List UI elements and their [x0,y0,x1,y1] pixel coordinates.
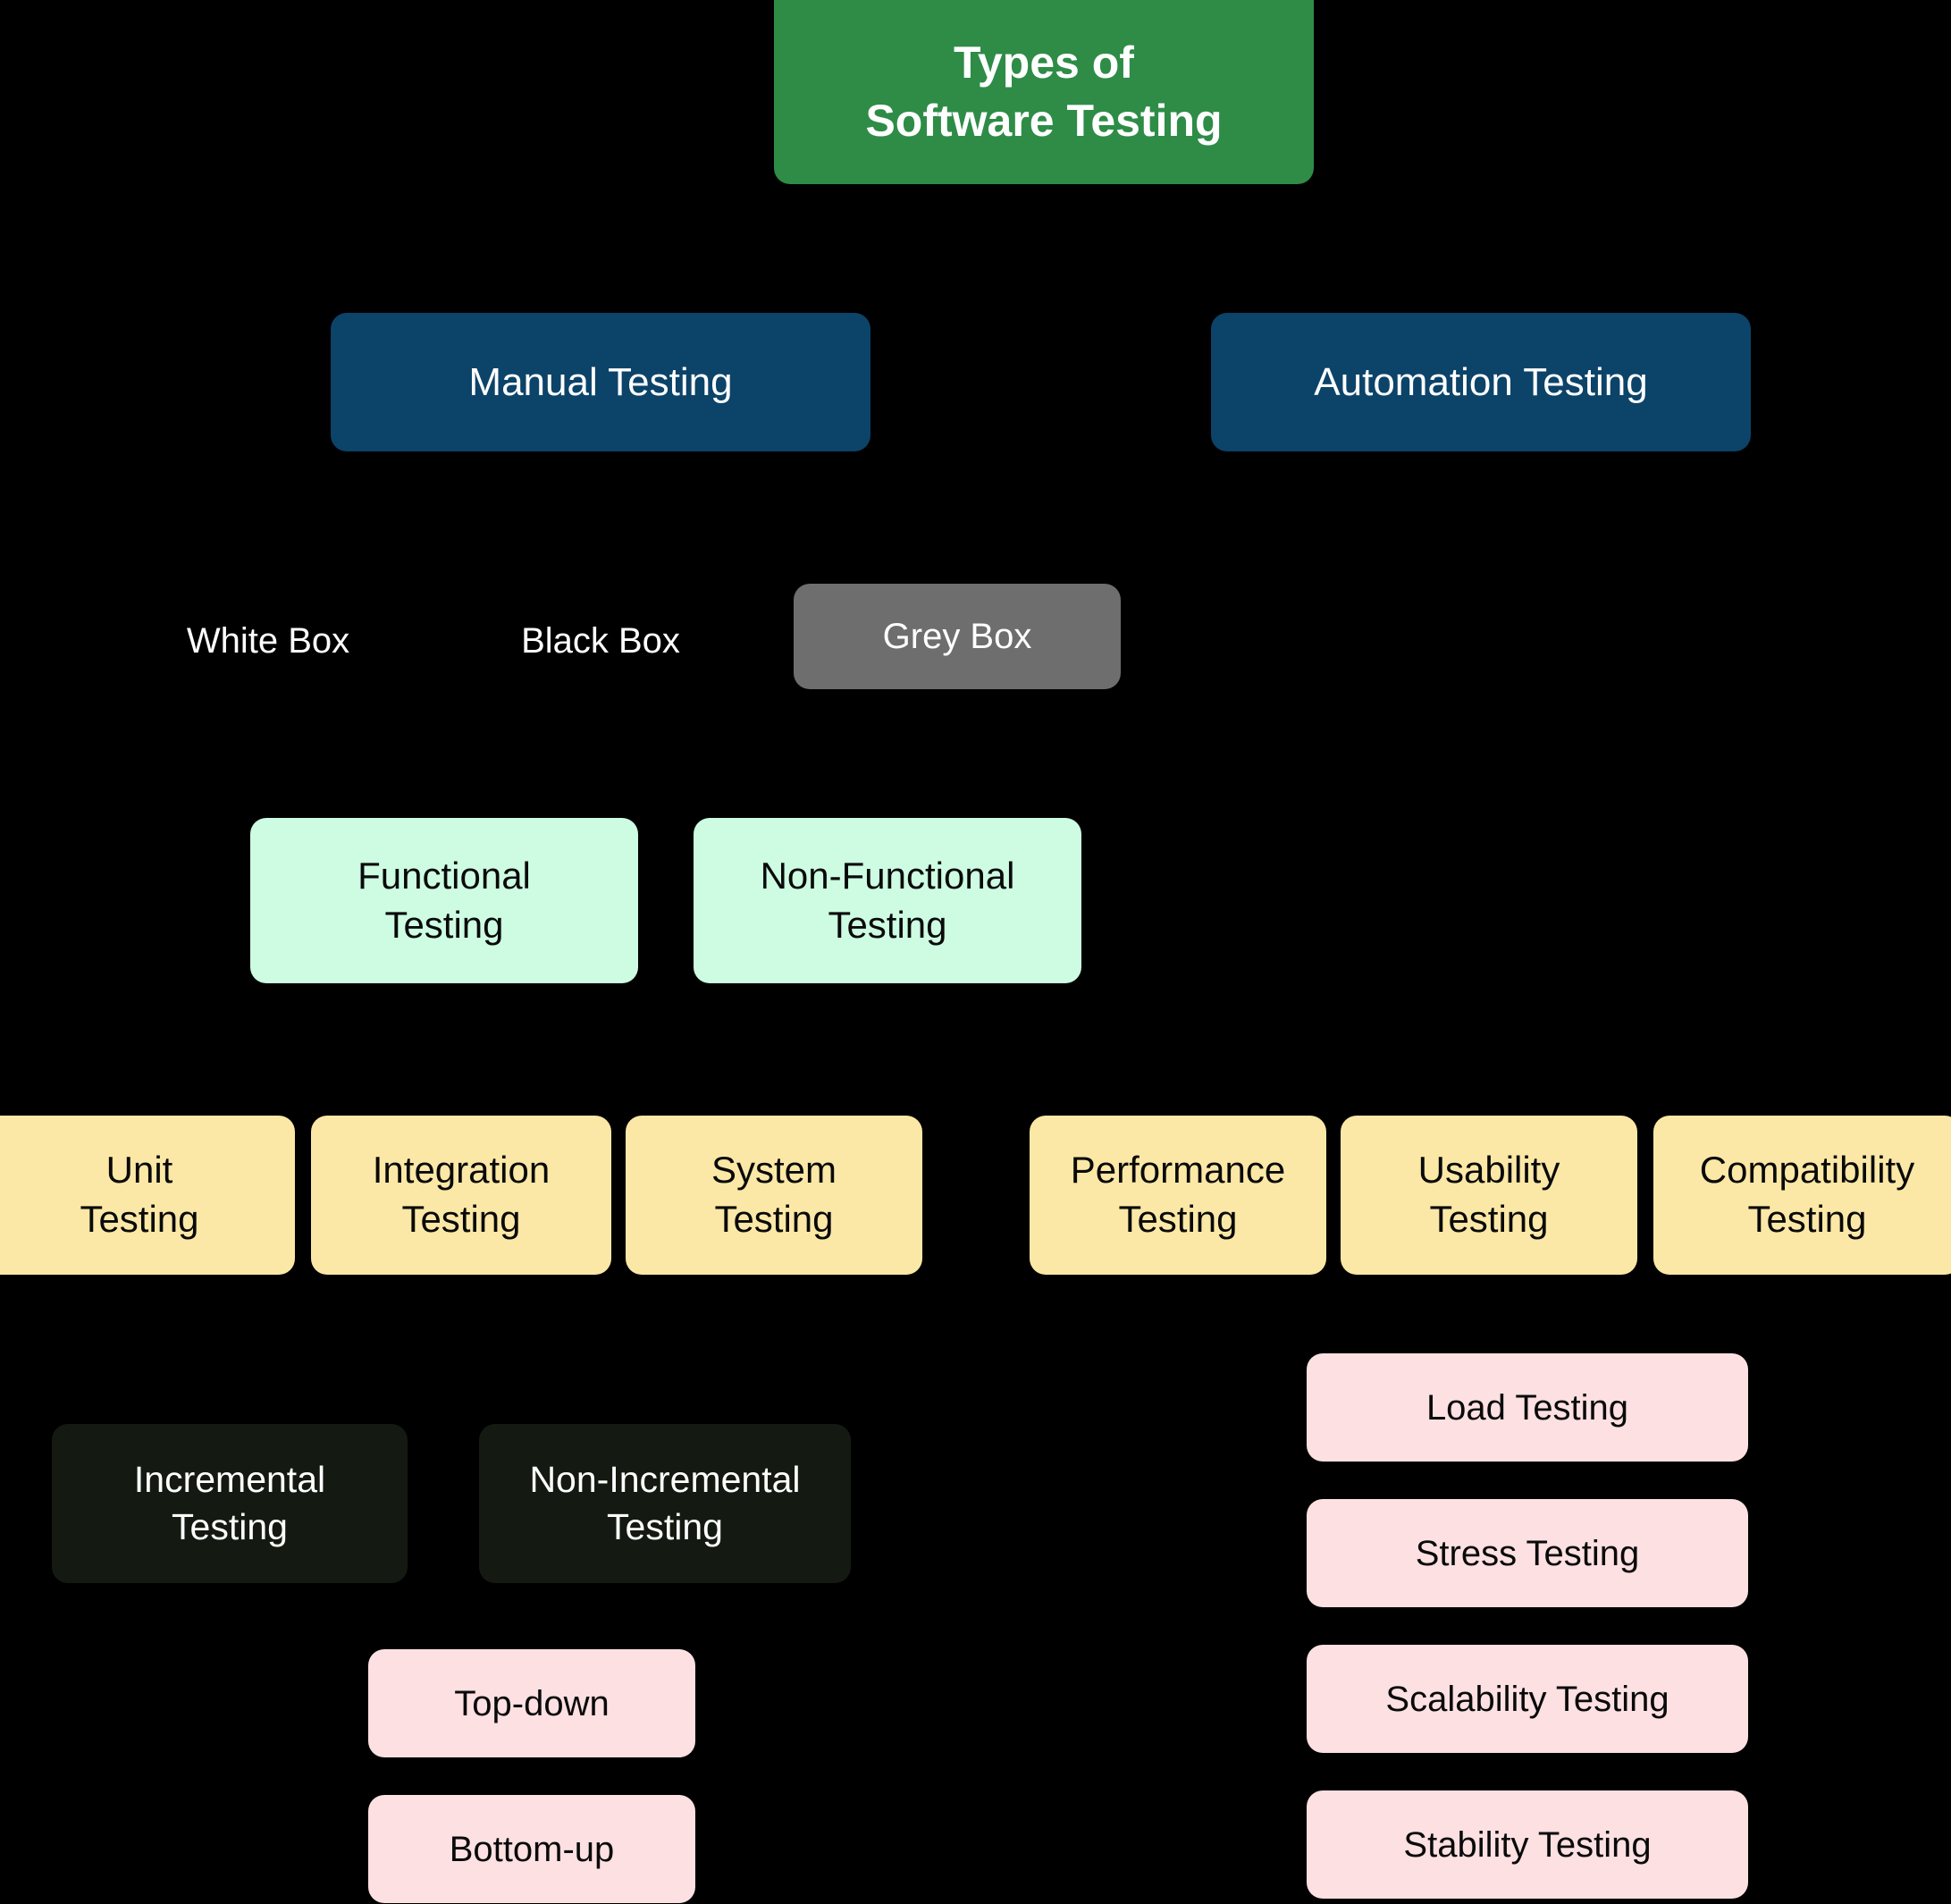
edge-to-white-box [268,503,272,593]
node-incremental-testing[interactable]: Incremental Testing [52,1424,408,1583]
node-non-functional-testing[interactable]: Non-Functional Testing [694,818,1081,983]
edge-to-functional [443,749,447,819]
edge-to-non-incremental [772,1335,776,1433]
node-bottom-up[interactable]: Bottom-up [368,1795,695,1903]
edge-to-scalability [1176,1697,1308,1700]
node-stress-testing[interactable]: Stress Testing [1307,1499,1748,1607]
node-automation-testing[interactable]: Automation Testing [1211,313,1751,451]
edge-nonfunctional-children-horizontal [887,1037,1637,1040]
edge-to-usability [1489,1037,1493,1116]
edge-performance-column [1176,1405,1180,1845]
edge-integration-down [458,1274,461,1336]
edge-to-incremental [139,1335,143,1433]
node-scalability-testing[interactable]: Scalability Testing [1307,1645,1748,1753]
edge-to-compatibility [1798,1037,1802,1116]
node-functional-testing[interactable]: Functional Testing [250,818,638,983]
edge-root-branch-horizontal [601,184,1491,188]
node-system-testing[interactable]: System Testing [626,1116,922,1275]
edge-to-system [770,1037,774,1116]
edge-nonfunctional-down [887,983,890,1039]
edge-to-automation-testing [1480,184,1484,313]
edge-to-performance [1176,1037,1180,1116]
edge-to-non-functional [887,749,890,819]
edge-incremental-horizontal [139,1335,776,1338]
edge-boxtypes-horizontal [268,503,956,507]
edge-to-manual-testing [601,184,604,313]
node-root-types-of-software-testing[interactable]: Types of Software Testing [774,0,1314,184]
node-top-down[interactable]: Top-down [368,1649,695,1757]
edge-manual-down [601,451,604,505]
node-load-testing[interactable]: Load Testing [1307,1353,1748,1462]
edge-functional-horizontal [443,749,890,753]
node-white-box[interactable]: White Box [161,593,375,689]
node-unit-testing[interactable]: Unit Testing [0,1116,295,1275]
edge-to-black-box [601,503,604,593]
edge-to-load [1176,1405,1308,1409]
node-stability-testing[interactable]: Stability Testing [1307,1790,1748,1899]
edge-functional-children-horizontal [73,1037,772,1040]
node-black-box[interactable]: Black Box [493,593,708,689]
node-grey-box[interactable]: Grey Box [794,584,1121,689]
edge-performance-down [1176,1274,1180,1408]
edge-to-bottom-up [139,1845,372,1849]
node-compatibility-testing[interactable]: Compatibility Testing [1653,1116,1951,1275]
edge-to-stability [1176,1842,1308,1846]
edge-to-stress [1176,1551,1308,1554]
edge-to-integration [458,1037,461,1116]
node-usability-testing[interactable]: Usability Testing [1341,1116,1637,1275]
node-performance-testing[interactable]: Performance Testing [1030,1116,1326,1275]
edge-blackbox-down [601,688,604,751]
node-integration-testing[interactable]: Integration Testing [311,1116,611,1275]
edge-functional-down [443,983,447,1039]
edge-to-bottom-up-vertical [139,1701,143,1849]
node-manual-testing[interactable]: Manual Testing [331,313,870,451]
node-non-incremental-testing[interactable]: Non-Incremental Testing [479,1424,851,1583]
edge-to-top-down [139,1701,372,1705]
edge-to-unit [73,1037,77,1116]
edge-to-grey-box [953,503,956,593]
edge-incremental-down [139,1580,143,1705]
